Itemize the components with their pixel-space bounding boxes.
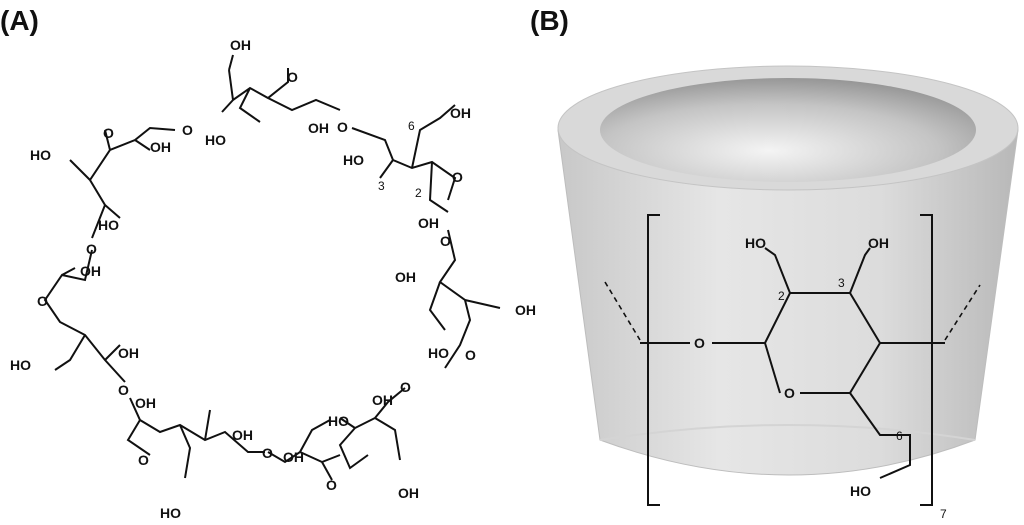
panel-b-atom-labels: HO OH 2 3 O O 6 HO 7 [694,235,947,521]
oh-label: OH [515,302,536,318]
o-label: O [326,477,337,493]
ring-o-label: O [784,385,795,401]
ho-label: HO [160,505,181,521]
carbon-6-number: 6 [408,119,415,133]
repeat-count-subscript: 7 [940,507,947,521]
o-label: O [103,125,114,141]
ho-label: HO [745,235,766,251]
carbon-2-number: 2 [415,186,422,200]
ho-label: HO [98,217,119,233]
o-label: O [262,445,273,461]
o-label: O [337,119,348,135]
glycosidic-o-label: O [694,335,705,351]
oh-label: OH [150,139,171,155]
ho-label: HO [343,152,364,168]
panel-a-label: (A) [0,5,39,36]
ho-label: HO [328,413,349,429]
oh-label: OH [135,395,156,411]
o-label: O [138,452,149,468]
ho-label: HO [10,357,31,373]
oh-label: OH [868,235,889,251]
oh-label: OH [118,345,139,361]
cyclodextrin-ring-structure [43,54,501,481]
o-label: O [37,293,48,309]
o-label: O [440,233,451,249]
o-label: O [452,169,463,185]
oh-label: OH [232,427,253,443]
carbon-6-number: 6 [896,429,903,443]
oh-label: OH [283,449,304,465]
truncated-cone-illustration [557,65,1019,476]
oh-label: OH [398,485,419,501]
oh-label: OH [230,37,251,53]
o-label: O [86,241,97,257]
oh-label: OH [450,105,471,121]
o-label: O [182,122,193,138]
panel-b-label: (B) [530,5,569,36]
o-label: O [118,382,129,398]
oh-label: OH [80,263,101,279]
carbon-3-number: 3 [838,276,845,290]
ho-label: HO [205,132,226,148]
ho-label: HO [850,483,871,499]
o-label: O [287,69,298,85]
o-label: O [465,347,476,363]
oh-label: OH [372,392,393,408]
oh-label: OH [418,215,439,231]
carbon-3-number: 3 [378,179,385,193]
carbon-2-number: 2 [778,289,785,303]
ho-label: HO [30,147,51,163]
o-label: O [400,379,411,395]
glucose-repeat-unit [604,214,981,506]
panel-a-atom-labels: OH O OH HO O O OH 6 HO 3 2 O OH O OH OH … [10,37,536,521]
ho-label: HO [428,345,449,361]
oh-label: OH [395,269,416,285]
oh-label: OH [308,120,329,136]
